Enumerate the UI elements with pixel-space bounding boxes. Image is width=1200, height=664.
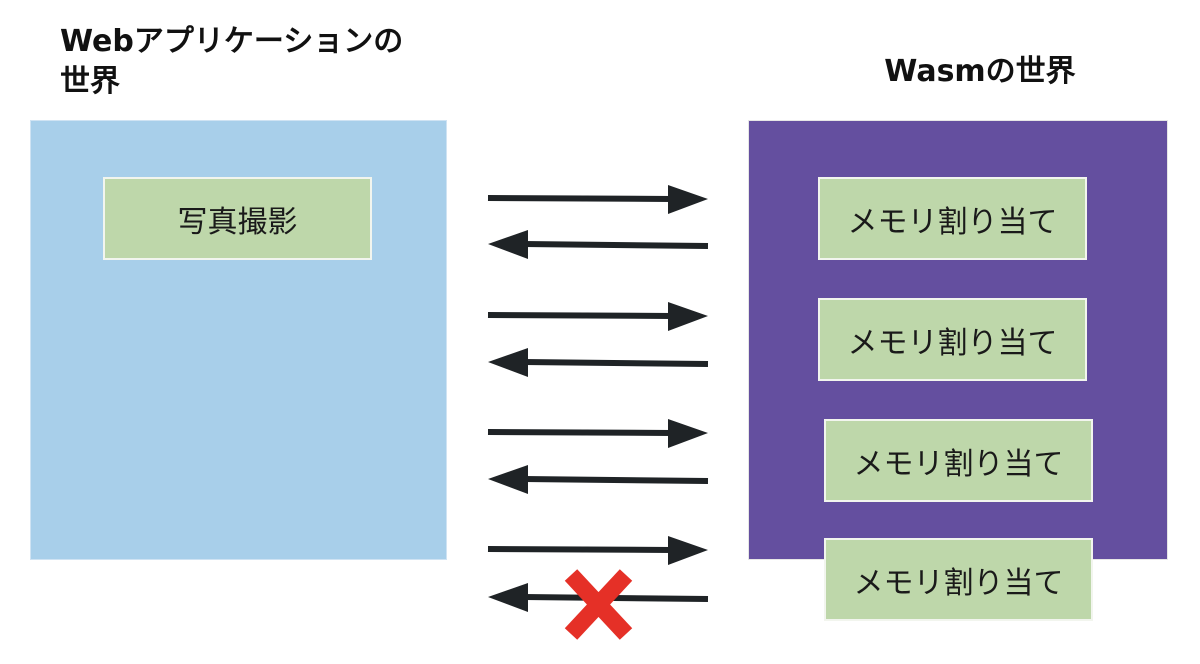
arrow-left-icon <box>488 230 709 259</box>
web-world-title: Webアプリケーションの 世界 <box>60 24 404 99</box>
arrow-right-icon <box>487 302 708 331</box>
memory-allocation-box: メモリ割り当て <box>824 538 1093 621</box>
memory-allocation-box: メモリ割り当て <box>824 419 1093 502</box>
wasm-world-title: Wasmの世界 <box>884 54 1076 89</box>
arrow-left-icon <box>488 465 709 494</box>
photo-capture-box: 写真撮影 <box>103 177 372 260</box>
arrow-left-icon <box>488 348 709 377</box>
arrow-right-icon <box>487 185 708 214</box>
arrow-right-icon <box>487 419 708 448</box>
x-mark-icon <box>564 569 633 640</box>
memory-allocation-box: メモリ割り当て <box>818 177 1087 260</box>
arrow-right-icon <box>487 536 708 565</box>
memory-allocation-box: メモリ割り当て <box>818 298 1087 381</box>
